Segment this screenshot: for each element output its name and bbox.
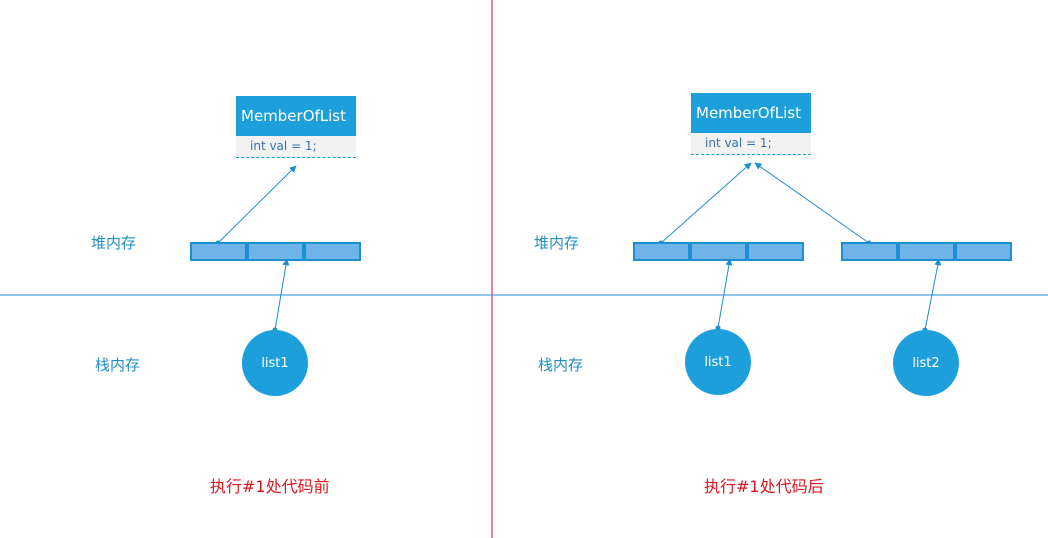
after-list1-to-array-arrow xyxy=(717,258,733,329)
array-cell xyxy=(190,242,247,261)
after-stack-label: 栈内存 xyxy=(538,356,584,374)
array-cell xyxy=(955,242,1012,261)
before-list1-to-array-arrow xyxy=(274,258,290,331)
after-list1-element-to-object-arrow xyxy=(660,162,752,244)
before-heap-label: 堆内存 xyxy=(91,234,137,252)
after-list2-to-array-arrow xyxy=(924,258,942,331)
before-caption: 执行#1处代码前 xyxy=(210,477,330,496)
after-caption: 执行#1处代码后 xyxy=(704,477,824,496)
before-class-name: MemberOfList xyxy=(236,96,356,136)
array-cell xyxy=(633,242,690,261)
after-class-name: MemberOfList xyxy=(691,93,811,133)
after-list1-reference: list1 xyxy=(685,329,751,395)
before-list1-reference: list1 xyxy=(242,330,308,396)
array-cell xyxy=(898,242,955,261)
after-list2-element-to-object-arrow xyxy=(754,162,870,244)
after-list2-reference: list2 xyxy=(893,330,959,396)
before-member-of-list-object: MemberOfList int val = 1; xyxy=(236,96,356,158)
before-class-field: int val = 1; xyxy=(236,136,356,158)
before-element-to-object-arrow xyxy=(217,165,297,244)
array-cell xyxy=(690,242,747,261)
array-cell xyxy=(304,242,361,261)
array-cell xyxy=(747,242,804,261)
array-cell xyxy=(247,242,304,261)
array-cell xyxy=(841,242,898,261)
after-member-of-list-object: MemberOfList int val = 1; xyxy=(691,93,811,155)
before-stack-label: 栈内存 xyxy=(95,356,141,374)
after-heap-label: 堆内存 xyxy=(534,234,580,252)
after-class-field: int val = 1; xyxy=(691,133,811,155)
